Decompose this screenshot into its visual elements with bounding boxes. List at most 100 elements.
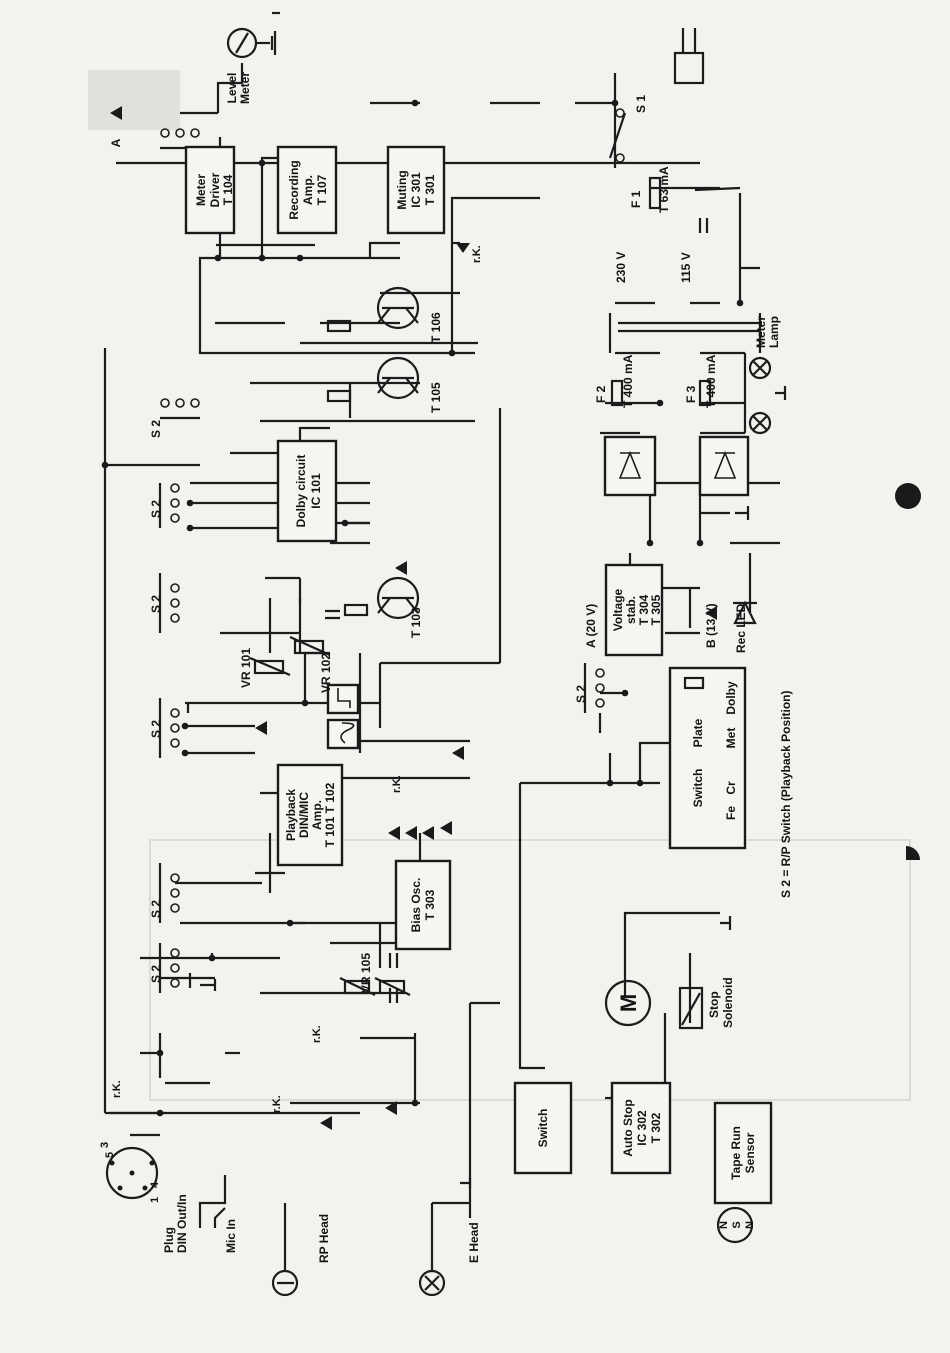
sensor-magnet-symbol bbox=[716, 1206, 754, 1244]
recording-amp-line1: Recording bbox=[287, 160, 301, 219]
binder-hole-mark bbox=[895, 483, 921, 509]
label-s2-e: S 2 bbox=[149, 900, 163, 918]
bias-osc-line2: T 303 bbox=[423, 889, 437, 920]
label-f2-line1: F 2 bbox=[594, 385, 608, 403]
label-rp-head: RP Head bbox=[317, 1214, 331, 1263]
label-mic-in: Mic In bbox=[224, 1219, 238, 1253]
label-s2-f: S 2 bbox=[149, 965, 163, 983]
sensor-n1: N bbox=[718, 1221, 730, 1229]
label-plug-line2: DIN Out/In bbox=[175, 1194, 189, 1253]
label-meter-lamp-1: Meter bbox=[754, 316, 768, 348]
label-vr105: VR 105 bbox=[359, 953, 373, 993]
label-f3-line2: T 400 mA bbox=[704, 354, 718, 408]
label-motor-m: M bbox=[616, 994, 641, 1012]
muting-line1: Muting bbox=[395, 170, 409, 209]
sensor-s: S bbox=[731, 1221, 743, 1228]
label-rk-jack: r.K. bbox=[271, 1095, 283, 1113]
din-pin-1: 1 bbox=[149, 1197, 161, 1203]
playback-line2: DIN/MIC bbox=[297, 792, 311, 838]
label-rk-arrows: r.K. bbox=[391, 775, 403, 793]
bias-osc-line1: Bias Osc. bbox=[409, 878, 423, 933]
bias-osc-block bbox=[394, 859, 452, 951]
playback-line3: Amp. bbox=[310, 800, 324, 830]
stop-solenoid-symbol bbox=[678, 986, 704, 1030]
label-f2-line2: T 400 mA bbox=[621, 354, 635, 408]
label-rk-bias: r.K. bbox=[311, 1025, 323, 1043]
label-vr101: VR 101 bbox=[239, 648, 253, 688]
playback-line4: T 101 T 102 bbox=[323, 782, 337, 847]
label-e-head: E Head bbox=[467, 1222, 481, 1263]
level-meter-line2: Meter bbox=[238, 72, 252, 104]
label-rec-led: Rec LED bbox=[734, 603, 748, 653]
selector-cr: Cr bbox=[724, 781, 738, 795]
din-pin-3: 3 bbox=[99, 1142, 111, 1148]
label-meter-lamp-2: Lamp bbox=[767, 316, 781, 348]
switch-block-label: Switch bbox=[536, 1109, 550, 1148]
label-stop-solenoid-2: Solenoid bbox=[721, 977, 735, 1028]
label-a-20v: A (20 V) bbox=[584, 604, 598, 648]
selector-plate: Plate bbox=[691, 718, 705, 747]
label-t105: T 105 bbox=[429, 382, 443, 413]
label-b-13v: B (13 V) bbox=[704, 603, 718, 648]
voltage-stab-line1: Voltage bbox=[611, 588, 625, 631]
tape-run-sensor-block bbox=[713, 1101, 773, 1205]
meter-driver-block bbox=[184, 145, 236, 235]
auto-stop-block bbox=[610, 1081, 672, 1175]
auto-stop-line2: IC 302 bbox=[635, 1110, 649, 1146]
function-selector-block bbox=[668, 666, 747, 850]
din-socket-symbol bbox=[105, 1146, 159, 1200]
label-s2-b: S 2 bbox=[149, 500, 163, 518]
sensor-n2: N bbox=[744, 1221, 756, 1229]
dolby-line1: Dolby circuit bbox=[294, 455, 308, 528]
voltage-stab-line3: T 304 bbox=[637, 594, 651, 625]
tape-run-line1: Tape Run bbox=[729, 1126, 743, 1180]
label-plug-line1: Plug bbox=[162, 1227, 176, 1253]
transistor-t106 bbox=[376, 286, 420, 330]
playback-line1: Playback bbox=[284, 789, 298, 841]
label-rk-din: r.K. bbox=[111, 1080, 123, 1098]
auto-stop-line1: Auto Stop bbox=[621, 1099, 635, 1156]
playback-amp-block bbox=[276, 763, 344, 867]
label-230v: 230 V bbox=[614, 252, 628, 283]
meter-driver-line1: Meter bbox=[194, 174, 208, 206]
recording-amp-block bbox=[276, 145, 338, 235]
meter-driver-line2: Driver bbox=[208, 172, 222, 207]
transistor-t103 bbox=[376, 576, 420, 620]
recording-amp-line3: T 107 bbox=[315, 174, 329, 205]
recording-amp-line2: Amp. bbox=[301, 175, 315, 205]
level-meter-line1: Level bbox=[225, 73, 239, 104]
label-stop-solenoid-1: Stop bbox=[707, 991, 721, 1018]
selector-met: Met bbox=[724, 728, 738, 749]
label-f1-line1: F 1 bbox=[629, 190, 643, 208]
meter-driver-line3: T 104 bbox=[221, 174, 235, 205]
label-f1-line2: T 63 mA bbox=[657, 166, 671, 213]
label-s2-a: S 2 bbox=[149, 420, 163, 438]
rectifier-2 bbox=[698, 435, 750, 497]
label-t103: T 103 bbox=[409, 607, 423, 638]
tape-run-line2: Sensor bbox=[743, 1132, 757, 1173]
dolby-line2: IC 101 bbox=[309, 473, 323, 509]
muting-block bbox=[386, 145, 446, 235]
selector-switch: Switch bbox=[691, 769, 705, 808]
voltage-stab-line4: T 305 bbox=[649, 594, 663, 625]
label-s2-c: S 2 bbox=[149, 595, 163, 613]
label-rk-muting: r.K. bbox=[471, 245, 483, 263]
motor-symbol bbox=[604, 979, 652, 1027]
transistor-t105 bbox=[376, 356, 420, 400]
level-meter-symbol bbox=[216, 27, 277, 113]
din-pin-5: 5 bbox=[104, 1152, 116, 1158]
voltage-stab-line2: stab. bbox=[624, 596, 638, 624]
label-s1: S 1 bbox=[634, 95, 648, 113]
label-115v: 115 V bbox=[679, 252, 693, 283]
selector-dolby: Dolby bbox=[724, 681, 738, 715]
legend-s2: S 2 = R/P Switch (Playback Position) bbox=[779, 690, 793, 898]
label-vr102: VR 102 bbox=[319, 653, 333, 693]
rectifier-1 bbox=[603, 435, 657, 497]
label-s2-d: S 2 bbox=[149, 720, 163, 738]
label-s2-g: S 2 bbox=[574, 685, 588, 703]
selector-fe: Fe bbox=[724, 806, 738, 820]
din-pin-4: 4 bbox=[149, 1181, 161, 1188]
voltage-stab-block bbox=[604, 563, 664, 657]
